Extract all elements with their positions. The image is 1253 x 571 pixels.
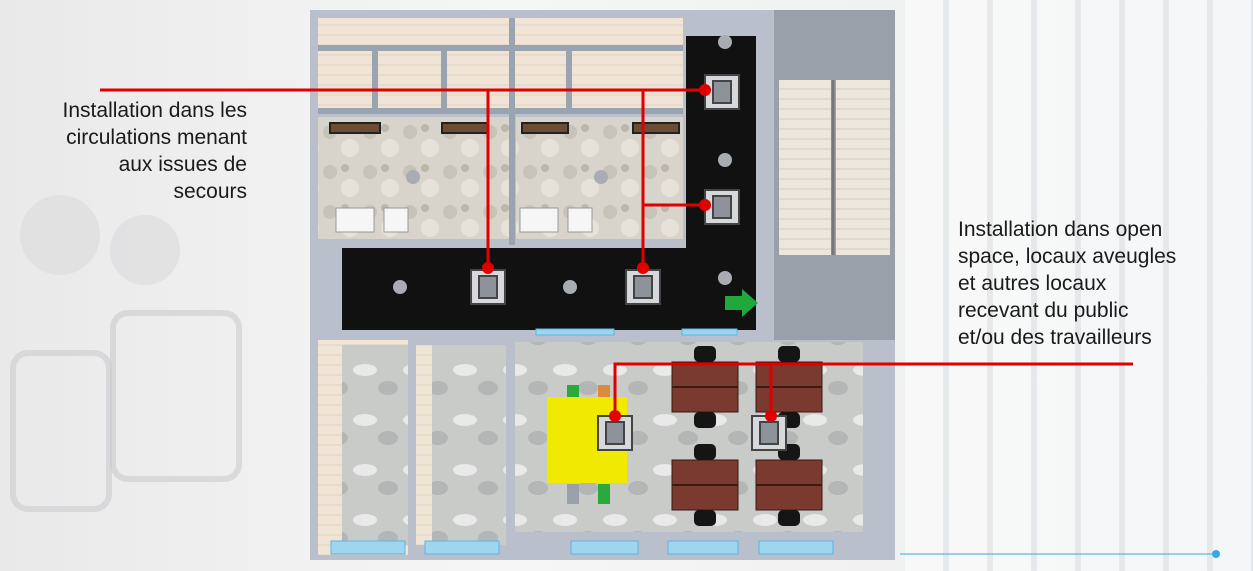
label-line: et autres locaux bbox=[958, 272, 1107, 295]
background-person bbox=[20, 195, 100, 275]
label-line: Installation dans les bbox=[62, 99, 247, 122]
label-line: space, locaux aveugles bbox=[958, 245, 1177, 268]
label-line: circulations menant bbox=[66, 126, 247, 149]
room-bottom-left bbox=[342, 345, 408, 545]
accent-dot bbox=[1212, 550, 1220, 558]
background-chair bbox=[110, 310, 242, 482]
callout-dots bbox=[482, 84, 777, 422]
room-bottom-middle bbox=[432, 345, 506, 545]
top-rooms bbox=[318, 18, 683, 111]
corridor bbox=[342, 36, 756, 330]
label-line: recevant du public bbox=[958, 299, 1129, 322]
background-person bbox=[110, 215, 180, 285]
callout-lines bbox=[100, 88, 1133, 416]
callout-label-open-space: Installation dans open space, locaux ave… bbox=[958, 216, 1248, 351]
background-window bbox=[905, 0, 1253, 571]
office-chair-icon bbox=[694, 346, 800, 526]
label-line: Installation dans open bbox=[958, 218, 1163, 241]
exit-arrow-icon bbox=[725, 289, 758, 317]
background-chair bbox=[10, 350, 112, 512]
label-line: et/ou des travailleurs bbox=[958, 326, 1152, 349]
device-icon bbox=[470, 74, 787, 451]
label-line: aux issues de bbox=[118, 153, 247, 176]
callout-label-circulations: Installation dans les circulations menan… bbox=[0, 97, 247, 205]
label-line: secours bbox=[173, 180, 247, 203]
